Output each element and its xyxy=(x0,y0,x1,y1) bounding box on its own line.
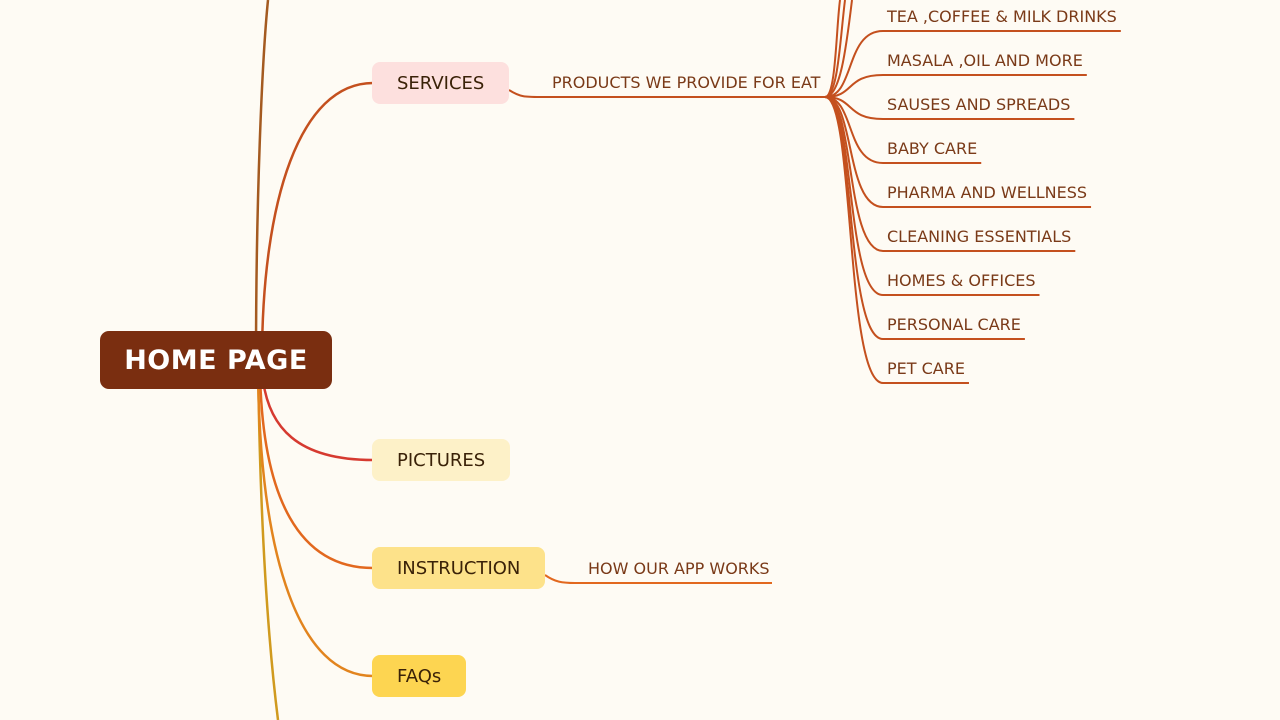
branch-pictures[interactable]: PICTURES xyxy=(372,439,511,481)
product-category-item[interactable]: MASALA ,OIL AND MORE xyxy=(887,51,1083,70)
connector-offscreen-top xyxy=(254,0,270,361)
connector-product-category xyxy=(824,96,1092,208)
connector-product-category xyxy=(824,96,1076,252)
connector-offscreen-leaf xyxy=(824,0,846,98)
branch-instruction[interactable]: INSTRUCTION xyxy=(372,547,546,589)
connector-how-app-works xyxy=(544,574,772,584)
connector-instruction xyxy=(258,369,374,570)
product-category-item[interactable]: PET CARE xyxy=(887,359,965,378)
connector-product-category xyxy=(824,96,1075,120)
connector-product-category xyxy=(824,96,982,164)
branch-faqs-label: FAQs xyxy=(397,665,442,687)
connector-faqs xyxy=(256,369,374,678)
product-category-item[interactable]: TEA ,COFFEE & MILK DRINKS xyxy=(887,7,1117,26)
product-category-item[interactable]: PERSONAL CARE xyxy=(887,315,1021,334)
product-category-item[interactable]: PHARMA AND WELLNESS xyxy=(887,183,1088,202)
branch-pictures-label: PICTURES xyxy=(397,449,486,471)
connector-offscreen-leaf xyxy=(824,0,841,98)
branch-instruction-label: INSTRUCTION xyxy=(397,557,521,579)
product-category-item[interactable]: SAUSES AND SPREADS xyxy=(887,95,1071,114)
connector-product-category xyxy=(824,30,1121,98)
subtopic-products[interactable]: PRODUCTS WE PROVIDE FOR EAT xyxy=(552,73,821,92)
product-category-item[interactable]: HOMES & OFFICES xyxy=(887,271,1036,290)
branch-faqs[interactable]: FAQs xyxy=(372,655,467,697)
product-category-item[interactable]: CLEANING ESSENTIALS xyxy=(887,227,1072,246)
root-node-home-page[interactable]: HOME PAGE xyxy=(100,331,332,389)
connector-product-category xyxy=(824,74,1087,98)
product-category-item[interactable]: BABY CARE xyxy=(887,139,978,158)
connector-product-category xyxy=(824,96,1025,340)
connector-pictures xyxy=(260,369,374,462)
branch-services[interactable]: SERVICES xyxy=(372,62,510,104)
connector-products xyxy=(508,89,825,98)
branch-services-label: SERVICES xyxy=(397,72,485,94)
connector-offscreen-leaf xyxy=(824,0,853,98)
connector-product-category xyxy=(824,96,969,384)
connector-services xyxy=(260,81,374,361)
root-label: HOME PAGE xyxy=(124,344,308,376)
subtopic-how-app-works[interactable]: HOW OUR APP WORKS xyxy=(588,559,770,578)
